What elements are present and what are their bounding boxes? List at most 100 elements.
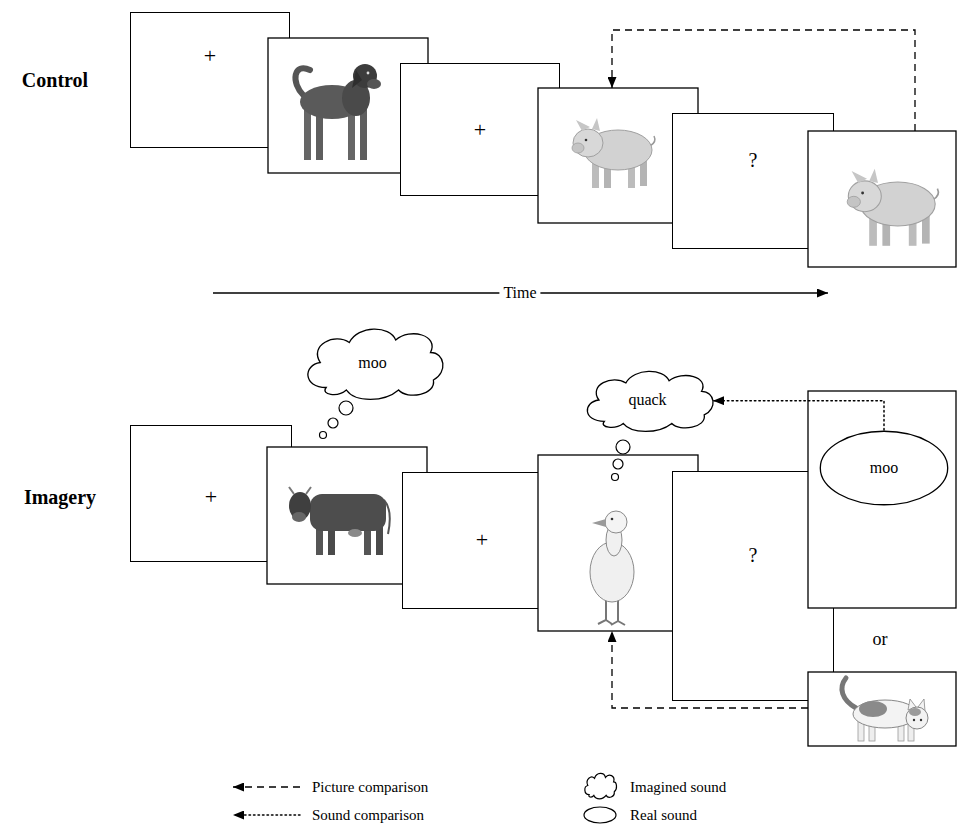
- thought-bubble-dots: [320, 401, 354, 439]
- sound-comparison-arrow: [713, 401, 884, 430]
- cow-illustration: [289, 492, 311, 520]
- pig-picture-frame: [847, 169, 938, 246]
- node-text: +: [476, 528, 488, 552]
- dashed-arrow-sample: [233, 786, 300, 787]
- cow-illustration: [289, 487, 390, 555]
- node-text: +: [474, 118, 486, 142]
- axis-label: Time: [499, 284, 540, 302]
- question-frame: ?: [672, 113, 834, 249]
- legend-entry: Sound comparison: [312, 806, 424, 824]
- duck-illustration: [590, 511, 634, 625]
- cat-illustration: [858, 720, 864, 741]
- thought-bubble-dots: [328, 418, 338, 428]
- node-text: quack: [628, 391, 666, 409]
- dog-illustration: [367, 72, 370, 75]
- cloud-outline: [308, 329, 443, 399]
- node-text: moo: [358, 354, 386, 372]
- duck-illustration: [598, 598, 612, 624]
- thought-bubble-dots: [320, 432, 327, 439]
- thought-cloud: quack: [580, 368, 715, 432]
- picture-comparison-arrow: [612, 631, 808, 708]
- cat-illustration: [853, 700, 917, 728]
- legend-text: Imagined sound: [630, 779, 726, 796]
- legend-text: Sound comparison: [312, 807, 424, 824]
- node-text: moo: [870, 459, 898, 477]
- dog-illustration: [295, 68, 310, 96]
- thought-bubble-dots: [616, 440, 630, 454]
- cat-illustration: [898, 722, 904, 741]
- cat-illustration: [908, 720, 914, 741]
- cat-illustration: [920, 719, 922, 721]
- dog-illustration: [295, 64, 381, 160]
- dog-illustration: [348, 108, 355, 160]
- legend-entry: Picture comparison: [312, 778, 428, 796]
- duck-illustration: [611, 598, 625, 625]
- cow-illustration: [376, 522, 383, 555]
- dog-illustration: [353, 64, 377, 88]
- dog-illustration: [304, 108, 311, 160]
- dog-illustration: [367, 79, 381, 89]
- cow-illustration: [384, 500, 390, 534]
- dog-illustration: [316, 110, 323, 160]
- axis-label: Time: [499, 284, 540, 302]
- duck-illustration: [605, 511, 627, 533]
- cow-illustration: [289, 487, 311, 494]
- cow-illustration: [292, 512, 306, 522]
- node-text: ?: [749, 149, 758, 171]
- cow-illustration: [328, 524, 335, 555]
- pig-picture-frame: [808, 131, 956, 267]
- row-label: Imagery: [20, 486, 100, 508]
- cow-illustration: [348, 529, 362, 537]
- fixation-frame: +: [130, 12, 290, 148]
- legend-entry: Imagined sound: [630, 778, 726, 796]
- sound-ellipse: moo: [819, 430, 949, 506]
- row-label: Imagery: [20, 486, 100, 508]
- cat-illustration: [908, 699, 925, 711]
- dog-illustration: [352, 70, 362, 88]
- dog-illustration: [360, 106, 367, 160]
- thought-bubble-dots: [339, 401, 353, 415]
- fixation-frame: +: [402, 472, 562, 609]
- cat-illustration: [859, 701, 887, 717]
- duck-illustration: [606, 524, 622, 556]
- cat-illustration: [906, 707, 928, 729]
- cloud-sample: [585, 773, 617, 798]
- node-text: +: [205, 485, 217, 509]
- legend-text: Real sound: [630, 807, 697, 824]
- cat-illustration: [842, 678, 928, 741]
- alternative-label: or: [869, 630, 892, 650]
- dotted-arrow-sample: [233, 814, 300, 816]
- thought-bubble-dots: [612, 440, 631, 481]
- cow-illustration: [316, 522, 323, 555]
- cloud-outline: [587, 371, 713, 431]
- dog-illustration: [300, 85, 364, 119]
- legend-text: Picture comparison: [312, 779, 428, 796]
- thought-bubble-dots: [613, 459, 623, 469]
- node-text: ?: [749, 544, 758, 566]
- legend-entry: Real sound: [630, 806, 697, 824]
- thought-bubble-dots: [612, 474, 619, 481]
- node-text: +: [204, 44, 216, 68]
- sound-frame: [808, 391, 956, 608]
- cow-illustration: [364, 524, 371, 555]
- fixation-frame: +: [400, 63, 560, 196]
- cat-illustration: [913, 719, 915, 721]
- ellipse-sample: [584, 807, 616, 823]
- fixation-frame: +: [130, 425, 292, 562]
- duck-illustration: [590, 542, 634, 602]
- cat-illustration: [909, 708, 921, 716]
- alternative-label: or: [869, 630, 892, 650]
- pig-picture-frame: [572, 118, 655, 188]
- duck-illustration: [611, 518, 614, 521]
- ellipse-outline: [820, 431, 947, 504]
- picture-comparison-arrow: [612, 30, 915, 131]
- question-frame: ?: [672, 471, 834, 701]
- thought-cloud: moo: [300, 325, 445, 400]
- dog-illustration: [342, 80, 370, 116]
- cow-illustration: [310, 494, 386, 531]
- duck-illustration: [592, 519, 606, 527]
- cat-illustration: [869, 722, 875, 741]
- cat-picture-frame: [808, 672, 956, 746]
- row-label: Control: [18, 69, 92, 91]
